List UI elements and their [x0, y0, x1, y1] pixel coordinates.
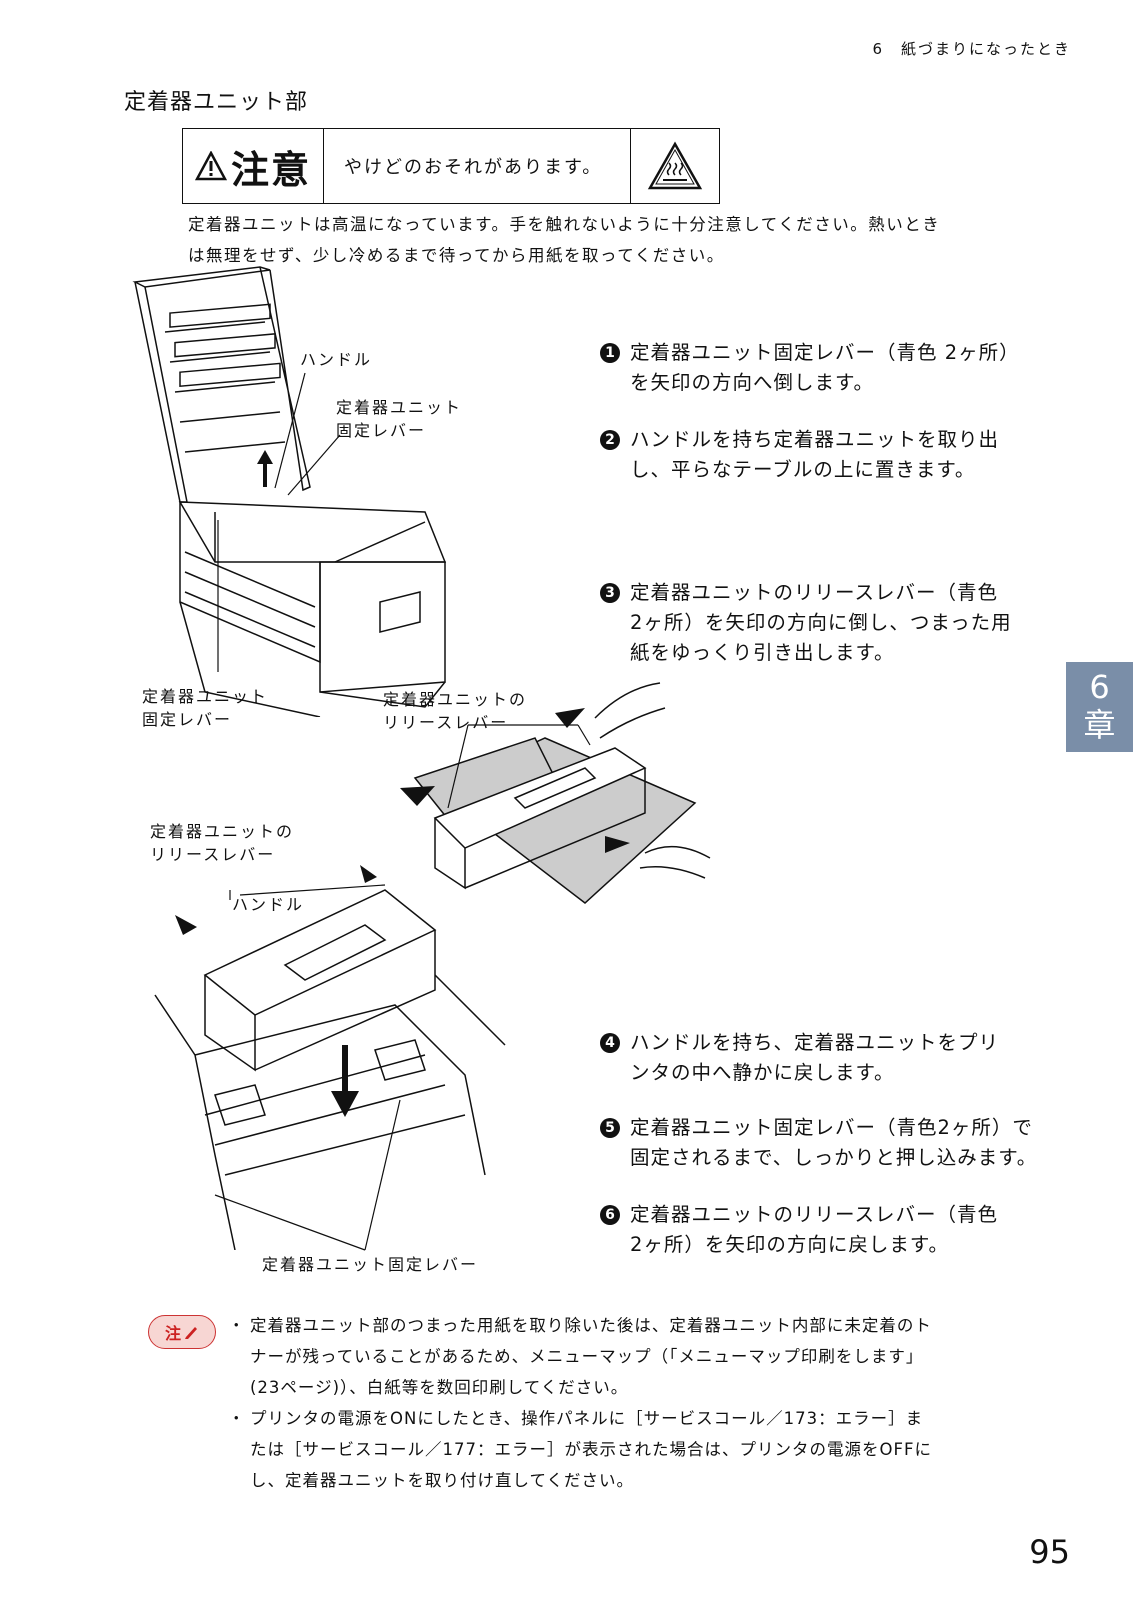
note-line: (23ページ)）、白紙等を数回印刷してください。	[250, 1378, 629, 1397]
hot-surface-icon	[647, 141, 703, 191]
caution-label-cell: 注意	[183, 129, 324, 203]
step-line: 固定されるまで、しっかりと押し込みます。	[630, 1146, 1038, 1169]
step-line: 紙をゆっくり引き出します。	[630, 641, 895, 664]
step-line: を矢印の方向へ倒します。	[630, 371, 875, 394]
figure-label-handle-top: ハンドル	[300, 350, 373, 369]
chapter-tab[interactable]: 6 章	[1066, 662, 1133, 752]
step-text: ハンドルを持ち、定着器ユニットをプリ ンタの中へ静かに戻します。	[630, 1028, 999, 1088]
pencil-icon	[185, 1327, 197, 1339]
label-line: 定着器ユニット	[336, 398, 463, 417]
label-line: 定着器ユニットの	[150, 822, 295, 841]
step-line: 定着器ユニットのリリースレバー（青色	[630, 1203, 999, 1226]
caution-label: 注意	[230, 147, 311, 192]
chapter-header: 6 紙づまりになったとき	[872, 40, 1071, 58]
page-number: 95	[1029, 1533, 1070, 1571]
note-icon: 注	[148, 1315, 216, 1349]
fuser-release-illustration	[400, 678, 715, 918]
step-3: 3 定着器ユニットのリリースレバー（青色 2ヶ所）を矢印の方向に倒し、つまった用…	[600, 578, 1050, 668]
label-line: 固定レバー	[336, 421, 427, 440]
figure-label-release-lever-left: 定着器ユニットの リリースレバー	[150, 820, 294, 866]
step-line: し、平らなテーブルの上に置きます。	[630, 458, 976, 481]
step-text: 定着器ユニットのリリースレバー（青色 2ヶ所）を矢印の方向に戻します。	[630, 1200, 998, 1260]
step-text: ハンドルを持ち定着器ユニットを取り出 し、平らなテーブルの上に置きます。	[630, 425, 999, 485]
note-line: プリンタの電源をONにしたとき、操作パネルに［サービスコール／173：エラー］ま	[250, 1409, 924, 1428]
step-4: 4 ハンドルを持ち、定着器ユニットをプリ ンタの中へ静かに戻します。	[600, 1028, 1050, 1088]
step-text: 定着器ユニット固定レバー（青色 2ヶ所） を矢印の方向へ倒します。	[630, 338, 1020, 398]
note-line: たは［サービスコール／177：エラー］が表示された場合は、プリンタの電源をOFF…	[250, 1440, 932, 1459]
caution-text: 定着器ユニットは高温になっています。手を触れないように十分注意してください。熱い…	[188, 209, 1018, 271]
step-number: 5	[600, 1118, 620, 1138]
caution-text-line: は無理をせず、少し冷めるまで待ってから用紙を取ってください。	[188, 246, 725, 265]
step-text: 定着器ユニット固定レバー（青色2ヶ所）で 固定されるまで、しっかりと押し込みます…	[630, 1113, 1037, 1173]
note-list: ・ 定着器ユニット部のつまった用紙を取り除いた後は、定着器ユニット内部に未定着の…	[228, 1310, 1028, 1496]
step-line: 2ヶ所）を矢印の方向に倒し、つまった用	[630, 611, 1012, 634]
figure-label-fixing-lever-left: 定着器ユニット 固定レバー	[142, 685, 268, 731]
step-line: ハンドルを持ち、定着器ユニットをプリ	[630, 1031, 1000, 1054]
note-item: ・ 定着器ユニット部のつまった用紙を取り除いた後は、定着器ユニット内部に未定着の…	[228, 1310, 1028, 1403]
step-number: 6	[600, 1205, 620, 1225]
step-6: 6 定着器ユニットのリリースレバー（青色 2ヶ所）を矢印の方向に戻します。	[600, 1200, 1050, 1260]
note-line: 定着器ユニット部のつまった用紙を取り除いた後は、定着器ユニット内部に未定着のト	[250, 1316, 932, 1335]
step-number: 4	[600, 1033, 620, 1053]
caution-box: 注意 やけどのおそれがあります。	[182, 128, 720, 204]
step-number: 3	[600, 583, 620, 603]
step-5: 5 定着器ユニット固定レバー（青色2ヶ所）で 固定されるまで、しっかりと押し込み…	[600, 1113, 1050, 1173]
note-line: ナーが残っていることがあるため、メニューマップ（「メニューマップ印刷をします」	[250, 1347, 924, 1366]
label-line: 定着器ユニット	[142, 687, 269, 706]
note-icon-label: 注	[164, 1324, 181, 1343]
note-item: ・ プリンタの電源をONにしたとき、操作パネルに［サービスコール／173：エラー…	[228, 1403, 1028, 1496]
step-text: 定着器ユニットのリリースレバー（青色 2ヶ所）を矢印の方向に倒し、つまった用 紙…	[630, 578, 1012, 668]
step-line: 定着器ユニットのリリースレバー（青色	[630, 581, 999, 604]
printer-open-illustration	[125, 262, 470, 717]
caution-text-line: 定着器ユニットは高温になっています。手を触れないように十分注意してください。熱い…	[188, 215, 941, 234]
step-line: 定着器ユニット固定レバー（青色 2ヶ所）	[630, 341, 1020, 364]
step-line: ンタの中へ静かに戻します。	[630, 1061, 895, 1084]
label-line: リリースレバー	[150, 845, 276, 864]
section-title: 定着器ユニット部	[124, 90, 309, 115]
step-2: 2 ハンドルを持ち定着器ユニットを取り出 し、平らなテーブルの上に置きます。	[600, 425, 1050, 485]
note-line: し、定着器ユニットを取り付け直してください。	[250, 1471, 635, 1490]
step-1: 1 定着器ユニット固定レバー（青色 2ヶ所） を矢印の方向へ倒します。	[600, 338, 1050, 398]
caution-message: やけどのおそれがあります。	[324, 129, 631, 203]
label-line: リリースレバー	[383, 713, 509, 732]
figure-label-fixing-lever-top: 定着器ユニット 固定レバー	[336, 396, 462, 442]
figure-label-release-lever-mid: 定着器ユニットの リリースレバー	[383, 688, 527, 734]
chapter-tab-char: 章	[1083, 706, 1116, 744]
figure-label-fixing-lever-bottom: 定着器ユニット固定レバー	[262, 1255, 479, 1274]
hot-surface-cell	[631, 129, 719, 203]
chapter-tab-number: 6	[1089, 668, 1110, 706]
warning-triangle-icon	[195, 151, 227, 181]
step-number: 2	[600, 430, 620, 450]
step-line: ハンドルを持ち定着器ユニットを取り出	[630, 428, 1000, 451]
fuser-install-illustration	[135, 865, 515, 1250]
step-line: 2ヶ所）を矢印の方向に戻します。	[630, 1233, 949, 1256]
label-line: 定着器ユニットの	[383, 690, 528, 709]
step-number: 1	[600, 343, 620, 363]
label-line: 固定レバー	[142, 710, 233, 729]
step-line: 定着器ユニット固定レバー（青色2ヶ所）で	[630, 1116, 1033, 1139]
figure-label-handle-bottom: ハンドル	[232, 895, 305, 914]
